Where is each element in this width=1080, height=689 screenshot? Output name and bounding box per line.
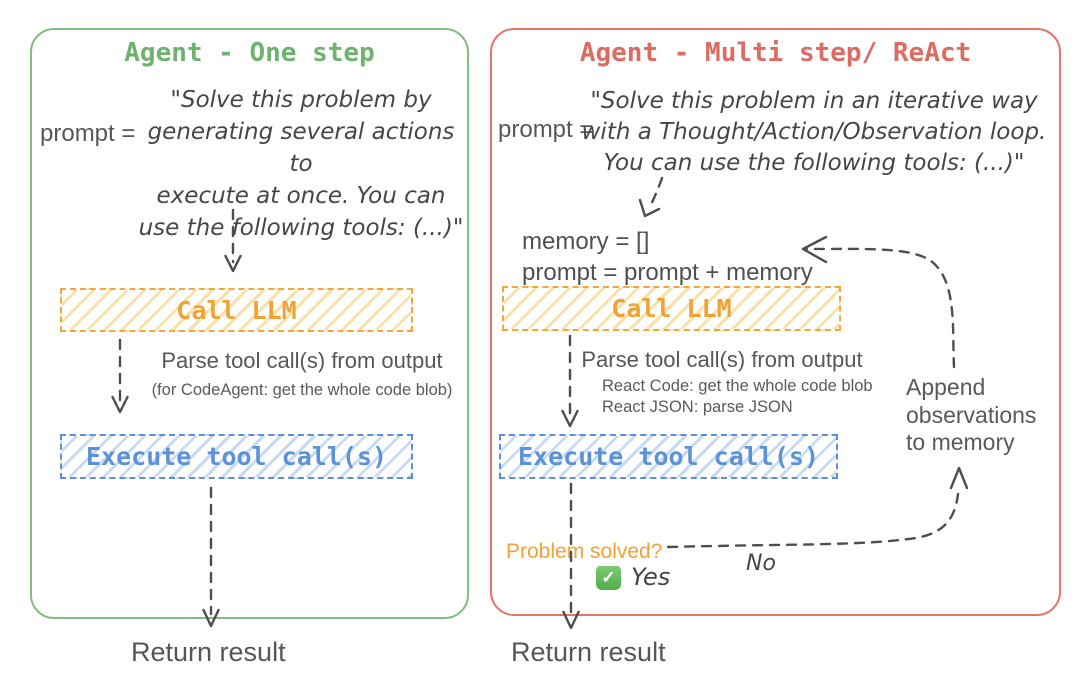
react-prompt-label: prompt =	[498, 116, 594, 143]
prompt-line: use the following tools: (...)"	[138, 215, 464, 241]
append-line: Append	[906, 374, 986, 400]
react-parse-caption: Parse tool call(s) from output	[562, 347, 882, 373]
prompt-line: generating several actions to	[147, 119, 455, 177]
one-step-prompt-label: prompt =	[40, 120, 136, 147]
yes-label: Yes	[631, 563, 671, 591]
prompt-update-text: prompt = prompt + memory	[522, 259, 813, 286]
prompt-line: "Solve this problem in an iterative way	[590, 88, 1038, 114]
one-step-prompt-text: "Solve this problem by generating severa…	[135, 84, 467, 244]
execute-label: Execute tool call(s)	[85, 442, 388, 471]
yes-checkbox-icon: ✓	[596, 565, 621, 590]
react-prompt-text: "Solve this problem in an iterative way …	[578, 86, 1050, 179]
parse-subcaption-text: (for CodeAgent: get the whole code blob)	[151, 381, 453, 399]
execute-label: Execute tool call(s)	[517, 442, 820, 471]
one-step-title: Agent - One step	[124, 38, 375, 68]
parse-sub-line: React JSON: parse JSON	[602, 398, 793, 416]
react-execute-box: Execute tool call(s)	[499, 434, 838, 479]
react-return-result: Return result	[511, 637, 666, 667]
memory-init-text: memory = []	[522, 228, 650, 255]
parse-caption-text: Parse tool call(s) from output	[161, 348, 443, 373]
react-parse-subcaption: React Code: get the whole code blob Reac…	[602, 376, 873, 418]
no-label: No	[746, 551, 776, 576]
one-step-execute-box: Execute tool call(s)	[60, 434, 413, 479]
one-step-call-llm-box: Call LLM	[60, 288, 413, 332]
react-title: Agent - Multi step/ ReAct	[579, 38, 972, 68]
one-step-return-result: Return result	[131, 637, 286, 667]
prompt-line: "Solve this problem by	[170, 87, 432, 113]
react-call-llm-box: Call LLM	[502, 286, 841, 331]
call-llm-label: Call LLM	[176, 295, 297, 325]
react-panel: Agent - Multi step/ ReAct prompt = "Solv…	[490, 28, 1061, 616]
one-step-parse-caption: Parse tool call(s) from output (for Code…	[142, 348, 462, 401]
checkmark-glyph: ✓	[601, 567, 616, 587]
prompt-line: You can use the following tools: (...)"	[603, 150, 1025, 176]
parse-sub-line: React Code: get the whole code blob	[602, 377, 873, 395]
append-line: to memory	[906, 429, 1015, 455]
prompt-line: with a Thought/Action/Observation loop.	[581, 119, 1047, 145]
append-line: observations	[906, 401, 1037, 428]
call-llm-label: Call LLM	[611, 294, 732, 323]
parse-caption-text: Parse tool call(s) from output	[581, 347, 863, 372]
one-step-panel: Agent - One step prompt = "Solve this pr…	[30, 28, 469, 619]
append-observations-label: Append observations to memory	[906, 374, 1036, 457]
problem-solved-label: Problem solved?	[506, 538, 669, 566]
prompt-line: execute at once. You can	[156, 183, 446, 209]
